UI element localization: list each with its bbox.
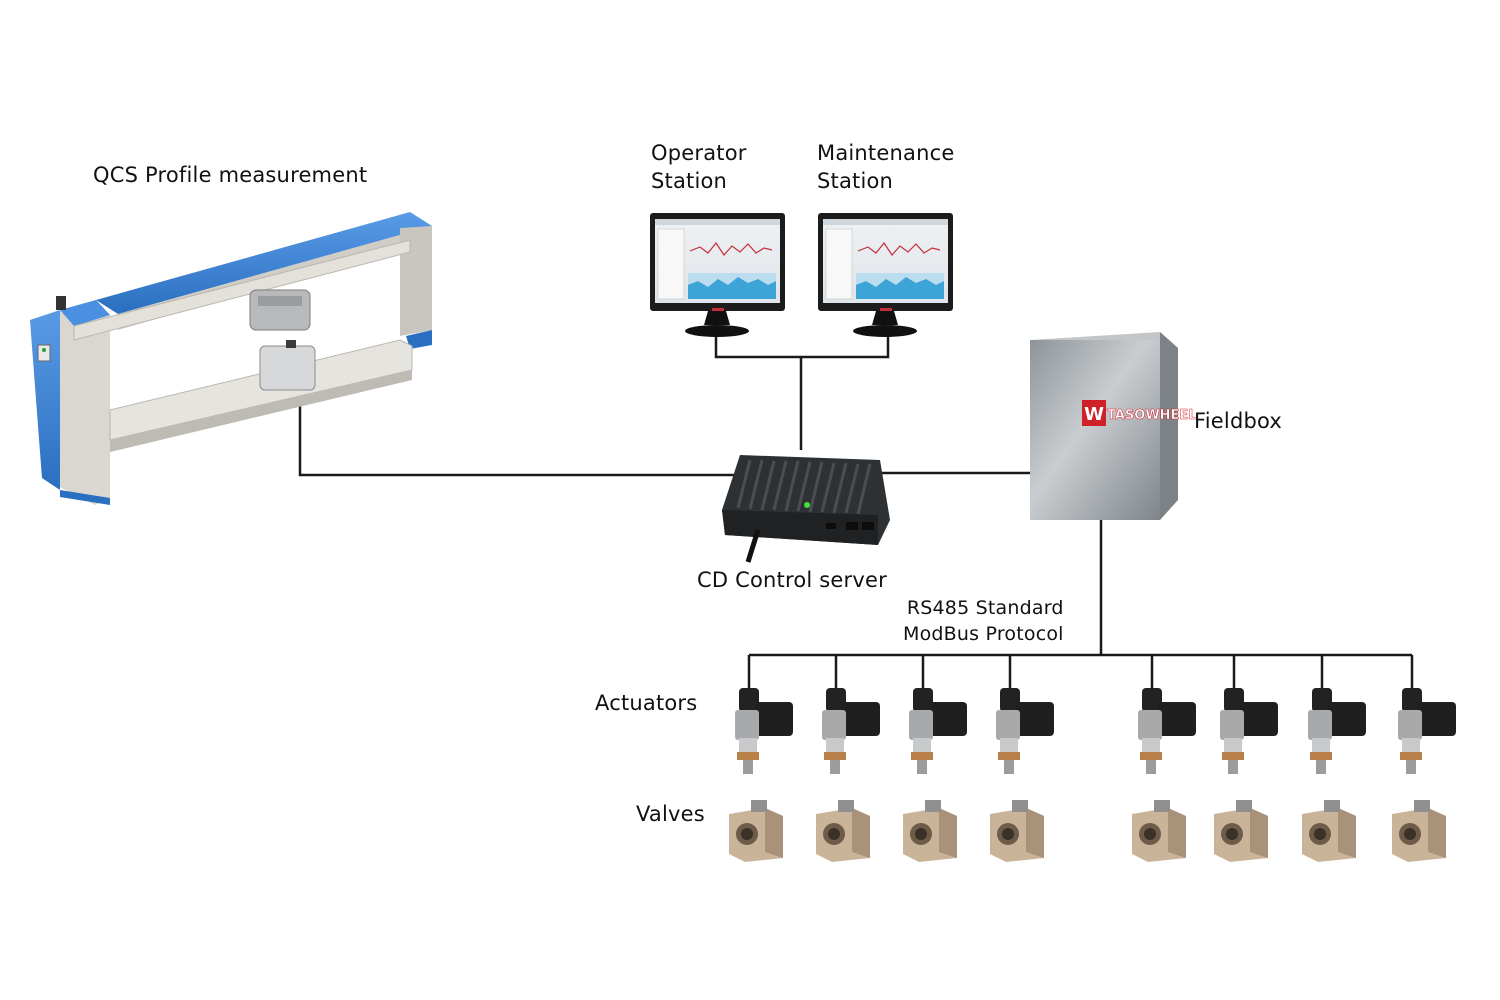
fieldbox: W TASOWHEEL — [1030, 332, 1197, 520]
operator-station-label: Operator Station — [651, 139, 747, 195]
maintenance-station-label: Maintenance Station — [817, 139, 954, 195]
qcs-to-server-line — [298, 392, 740, 477]
actuator — [1308, 688, 1366, 774]
valve — [1214, 800, 1268, 862]
valves-label: Valves — [636, 802, 705, 826]
operator-station-label-line1: Operator — [651, 141, 747, 165]
valves — [729, 800, 1446, 862]
actuator — [1138, 688, 1196, 774]
cd-control-server — [722, 455, 890, 563]
actuators-label: Actuators — [595, 691, 698, 715]
valve — [729, 800, 783, 862]
bus-label: RS485 Standard ModBus Protocol — [903, 595, 1064, 647]
actuator — [822, 688, 880, 774]
fieldbox-label: Fieldbox — [1194, 409, 1283, 433]
server-label: CD Control server — [697, 568, 887, 592]
valve — [1132, 800, 1186, 862]
valve — [990, 800, 1044, 862]
valve — [816, 800, 870, 862]
qcs-label: QCS Profile measurement — [93, 163, 368, 187]
actuator — [996, 688, 1054, 774]
operator-station-monitor — [650, 213, 785, 337]
actuator — [735, 688, 793, 774]
actuator — [1398, 688, 1456, 774]
bus-label-line1: RS485 Standard — [906, 597, 1064, 619]
actuators — [735, 688, 1456, 774]
svg-text:W: W — [1084, 404, 1104, 425]
connections — [298, 335, 1414, 688]
valve — [1302, 800, 1356, 862]
maintenance-station-monitor — [818, 213, 953, 337]
actuator-drops — [747, 655, 1414, 688]
tasowheel-logo: W TASOWHEEL — [1082, 400, 1197, 426]
qcs-frame — [30, 212, 432, 505]
actuator — [1220, 688, 1278, 774]
sensor-head-lower — [259, 345, 316, 391]
stations-link-line — [714, 335, 890, 359]
bus-label-line2: ModBus Protocol — [903, 623, 1064, 645]
maintenance-station-label-line1: Maintenance — [817, 141, 955, 165]
maintenance-station-label-line2: Station — [817, 169, 894, 193]
valve — [903, 800, 957, 862]
logo-text: TASOWHEEL — [1107, 408, 1197, 423]
operator-station-label-line2: Station — [651, 169, 728, 193]
actuator — [909, 688, 967, 774]
valve — [1392, 800, 1446, 862]
